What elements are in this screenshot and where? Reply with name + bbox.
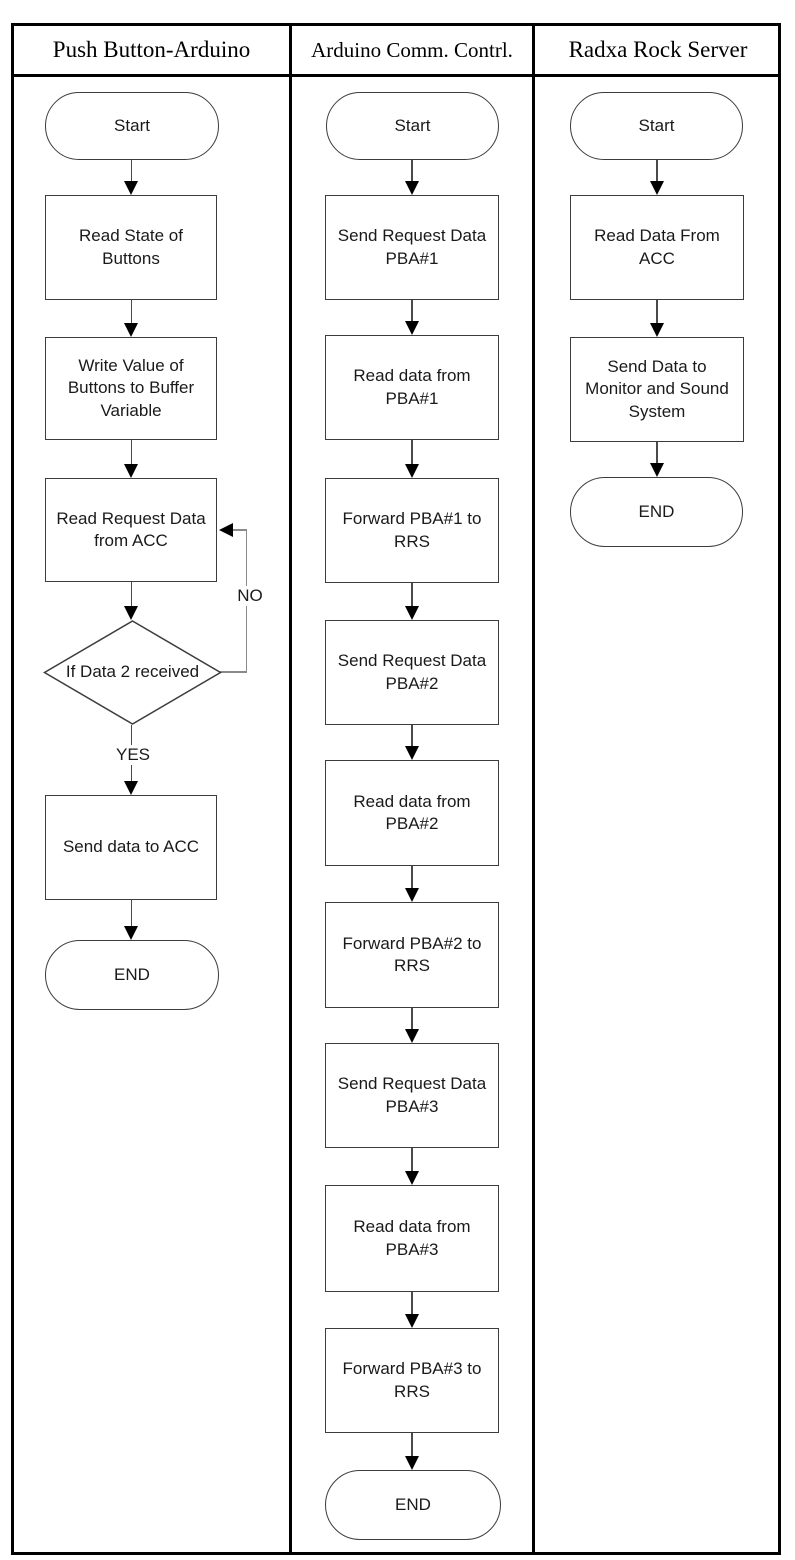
connector-line xyxy=(130,900,132,926)
process-read-data-pba1: Read data from PBA#1 xyxy=(325,335,499,440)
lane-divider-2 xyxy=(532,23,535,1555)
process-forward-pba1-rrs: Forward PBA#1 to RRS xyxy=(325,478,499,583)
lane-header-push-button-arduino: Push Button-Arduino xyxy=(52,37,251,62)
arrowhead-down-icon xyxy=(124,606,138,620)
arrowhead-down-icon xyxy=(649,463,664,477)
connector-line xyxy=(411,440,413,464)
process-send-request-pba1: Send Request Data PBA#1 xyxy=(325,195,499,300)
process-send-data-monitor-sound: Send Data to Monitor and Sound System xyxy=(570,337,744,442)
terminator-end-label: END xyxy=(114,964,150,984)
process-label: Write Value of Buttons to Buffer Variabl… xyxy=(67,355,195,420)
connector-line xyxy=(656,300,658,324)
process-label: Send Request Data PBA#2 xyxy=(337,651,487,693)
terminator-start-label: Start xyxy=(638,115,675,135)
terminator-start-lane2: Start xyxy=(326,92,499,160)
terminator-end-lane3: END xyxy=(570,477,743,547)
arrowhead-down-icon xyxy=(124,181,138,195)
connector-line xyxy=(411,160,413,182)
process-label: Send Data to Monitor and Sound System xyxy=(585,356,729,421)
header-separator xyxy=(11,74,781,77)
arrowhead-down-icon xyxy=(404,464,419,478)
process-label: Forward PBA#1 to RRS xyxy=(342,509,482,551)
process-label: Read Data From ACC xyxy=(594,226,720,268)
terminator-start-label: Start xyxy=(114,115,150,135)
process-send-data-to-acc: Send data to ACC xyxy=(45,795,217,900)
process-label: Read State of Buttons xyxy=(79,226,183,268)
terminator-end-label: END xyxy=(638,501,675,521)
process-forward-pba2-rrs: Forward PBA#2 to RRS xyxy=(325,902,499,1008)
process-read-data-pba3: Read data from PBA#3 xyxy=(325,1185,499,1292)
process-label: Send Request Data PBA#3 xyxy=(337,1074,487,1116)
no-loop-line-top xyxy=(233,529,247,531)
process-label: Read data from PBA#1 xyxy=(353,366,471,408)
terminator-start-lane3: Start xyxy=(570,92,743,160)
process-read-request-data-acc: Read Request Data from ACC xyxy=(45,478,217,582)
arrowhead-down-icon xyxy=(649,181,664,195)
arrowhead-down-icon xyxy=(124,926,138,940)
connector-line xyxy=(411,1008,413,1029)
arrowhead-down-icon xyxy=(404,181,419,195)
connector-line xyxy=(411,1292,413,1314)
arrowhead-down-icon xyxy=(404,888,419,902)
process-label: Forward PBA#3 to RRS xyxy=(342,1359,482,1401)
terminator-end-label: END xyxy=(395,1494,431,1514)
process-send-request-pba3: Send Request Data PBA#3 xyxy=(325,1043,499,1148)
arrowhead-down-icon xyxy=(124,323,138,337)
connector-line xyxy=(130,440,132,464)
process-label: Send data to ACC xyxy=(62,837,200,857)
branch-label-no: NO xyxy=(228,586,272,606)
lane-divider-1 xyxy=(289,23,292,1555)
process-write-value-to-buffer: Write Value of Buttons to Buffer Variabl… xyxy=(45,337,217,440)
arrowhead-down-icon xyxy=(124,464,138,478)
no-loop-arrowhead-left-icon xyxy=(219,523,233,537)
process-read-data-from-acc: Read Data From ACC xyxy=(570,195,744,300)
arrowhead-down-icon xyxy=(404,1314,419,1328)
connector-line xyxy=(411,583,413,606)
lane-header-arduino-comm-contrl: Arduino Comm. Contrl. xyxy=(311,37,513,62)
arrowhead-down-icon xyxy=(649,323,664,337)
arrowhead-down-icon xyxy=(124,781,138,795)
connector-line xyxy=(411,1433,413,1456)
connector-line xyxy=(411,1148,413,1171)
process-label: Forward PBA#2 to RRS xyxy=(342,933,482,975)
arrowhead-down-icon xyxy=(404,746,419,760)
process-read-state-of-buttons: Read State of Buttons xyxy=(45,195,217,300)
decision-diamond-if-data2-received xyxy=(43,620,222,725)
arrowhead-down-icon xyxy=(404,1171,419,1185)
terminator-end-lane1: END xyxy=(45,940,219,1010)
decision-label: If Data 2 received xyxy=(65,662,200,682)
connector-line xyxy=(411,725,413,746)
connector-line xyxy=(130,160,132,182)
connector-line xyxy=(656,442,658,464)
process-label: Send Request Data PBA#1 xyxy=(337,226,487,268)
terminator-start-label: Start xyxy=(394,115,431,135)
process-label: Read Request Data from ACC xyxy=(56,508,206,550)
no-loop-line-bottom xyxy=(220,671,247,673)
connector-line xyxy=(411,866,413,888)
arrowhead-down-icon xyxy=(404,606,419,620)
decision-label-container: If Data 2 received xyxy=(62,620,203,725)
terminator-end-lane2: END xyxy=(325,1470,501,1540)
process-label: Read data from PBA#3 xyxy=(353,1217,471,1259)
connector-line xyxy=(411,300,413,322)
connector-line xyxy=(130,300,132,324)
arrowhead-down-icon xyxy=(404,321,419,335)
process-forward-pba3-rrs: Forward PBA#3 to RRS xyxy=(325,1328,499,1433)
process-send-request-pba2: Send Request Data PBA#2 xyxy=(325,620,499,725)
arrowhead-down-icon xyxy=(404,1029,419,1043)
terminator-start-lane1: Start xyxy=(45,92,219,160)
process-label: Read data from PBA#2 xyxy=(353,791,471,833)
connector-line xyxy=(656,160,658,182)
process-read-data-pba2: Read data from PBA#2 xyxy=(325,760,499,866)
lane-header-radxa-rock-server: Radxa Rock Server xyxy=(568,37,748,62)
connector-line xyxy=(130,582,132,606)
branch-label-yes: YES xyxy=(110,745,156,765)
arrowhead-down-icon xyxy=(404,1456,419,1470)
